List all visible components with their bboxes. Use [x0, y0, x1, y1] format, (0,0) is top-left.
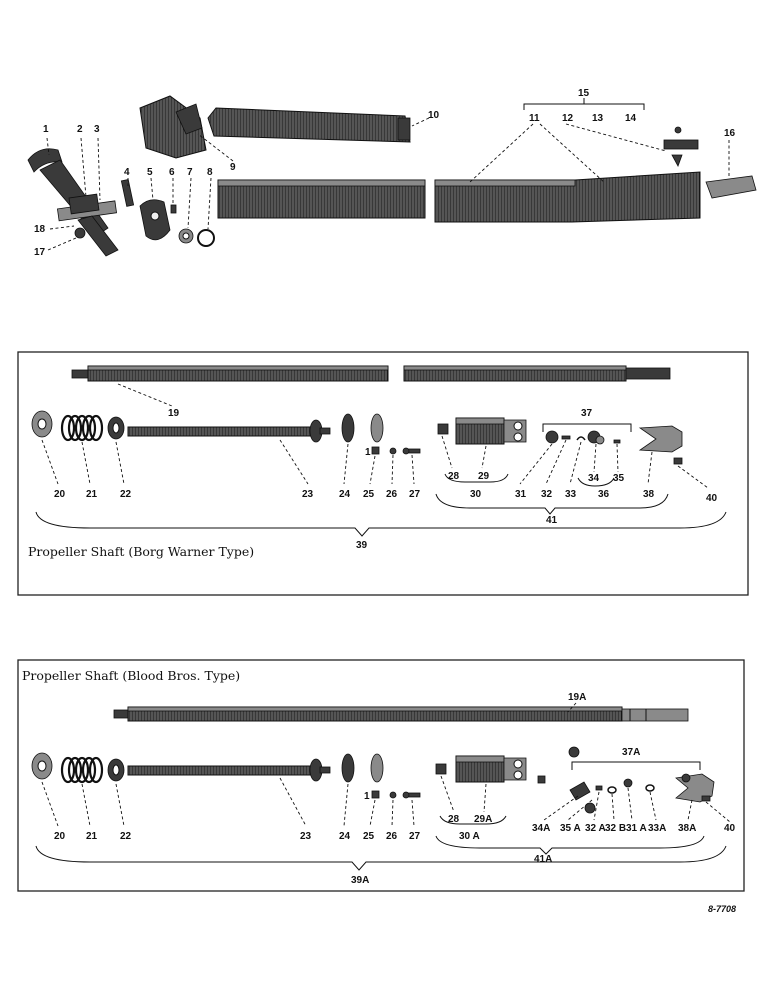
shaft-19-drawing: [71, 365, 671, 382]
parts-31-38-drawing: [545, 425, 683, 465]
label-20: 20: [54, 489, 66, 500]
label-31: 31: [515, 489, 527, 500]
label-27-b: 27: [409, 831, 421, 842]
label-25: 25: [363, 489, 375, 500]
label-22-b: 22: [120, 831, 132, 842]
label-7: 7: [187, 167, 193, 178]
parts-28-29a-drawing: [435, 755, 546, 784]
label-11: 11: [529, 113, 540, 124]
label-15: 15: [578, 88, 590, 99]
label-23-b: 23: [300, 831, 312, 842]
parts-12-14-drawing: [663, 126, 699, 167]
housing-10-drawing: [207, 107, 411, 143]
parts-20-22-b-drawing: [31, 752, 125, 784]
pin-4-drawing: [120, 178, 135, 207]
label-39: 39: [356, 540, 368, 551]
label-35a: 35 A: [560, 823, 581, 834]
label-14: 14: [625, 113, 637, 124]
label-25-b: 25: [363, 831, 375, 842]
label-20-b: 20: [54, 831, 66, 842]
label-24: 24: [339, 489, 351, 500]
label-28-b: 28: [448, 814, 460, 825]
label-40-b: 40: [724, 823, 736, 834]
label-40: 40: [706, 493, 718, 504]
label-41a: 41A: [534, 854, 552, 865]
housing-11-drawing: [217, 171, 701, 223]
label-6: 6: [169, 167, 175, 178]
figure-reference: 8-7708: [708, 904, 736, 914]
label-21-b: 21: [86, 831, 98, 842]
label-24-b: 24: [339, 831, 351, 842]
label-18: 18: [34, 224, 46, 235]
top-section: 1 2 3 4 5 6 7 8 9 10 11 12 13 14 15 16 1…: [27, 88, 757, 258]
label-26: 26: [386, 489, 398, 500]
label-38a: 38A: [678, 823, 696, 834]
label-16: 16: [724, 128, 736, 139]
label-35: 35: [613, 473, 625, 484]
label-9: 9: [230, 162, 236, 173]
label-30: 30: [470, 489, 482, 500]
label-30a: 30 A: [459, 831, 480, 842]
parts-31a-38a-drawing: [568, 746, 715, 814]
lever-5-drawing: [139, 199, 171, 241]
label-27: 27: [409, 489, 421, 500]
plate-16-drawing: [705, 175, 757, 199]
panel-blood-bros: Propeller Shaft (Blood Bros. Type): [17, 659, 745, 892]
parts-28-29-drawing: [437, 417, 527, 445]
parts-24-27-drawing: [341, 413, 421, 455]
label-13: 13: [592, 113, 604, 124]
parts-24-27-b-drawing: [341, 753, 421, 799]
shaft-19a-drawing: [113, 706, 689, 722]
label-10: 10: [428, 110, 440, 121]
label-3: 3: [94, 124, 100, 135]
label-33: 33: [565, 489, 577, 500]
label-4: 4: [124, 167, 130, 178]
small-parts-6-8: [170, 204, 215, 247]
label-39a: 39A: [351, 875, 369, 886]
label-2: 2: [77, 124, 83, 135]
tube-23-drawing: [127, 419, 331, 443]
label-34a: 34A: [532, 823, 550, 834]
label-8: 8: [207, 167, 213, 178]
label-29a: 29A: [474, 814, 492, 825]
label-41: 41: [546, 515, 558, 526]
label-12: 12: [562, 113, 574, 124]
guard-9-drawing: [139, 95, 207, 159]
label-1b: 1: [365, 447, 371, 458]
label-19a: 19A: [568, 692, 586, 703]
shift-lever-drawing: [27, 148, 119, 257]
caption-blood-bros: Propeller Shaft (Blood Bros. Type): [22, 668, 240, 683]
label-37: 37: [581, 408, 593, 419]
label-21: 21: [86, 489, 98, 500]
label-1-b: 1: [364, 791, 370, 802]
label-19: 19: [168, 408, 180, 419]
label-29: 29: [478, 471, 490, 482]
label-28: 28: [448, 471, 460, 482]
label-31a: 31 A: [626, 823, 647, 834]
label-23: 23: [302, 489, 314, 500]
parts-20-22-drawing: [31, 410, 125, 442]
caption-borg-warner: Propeller Shaft (Borg Warner Type): [28, 544, 254, 559]
label-1: 1: [43, 124, 49, 135]
panel-borg-warner: 19 20 21 22 23 24 25 1 26 27 28 29 30 31…: [17, 351, 749, 596]
label-37a: 37A: [622, 747, 640, 758]
tube-23-b-drawing: [127, 758, 331, 782]
label-32a: 32 A: [585, 823, 606, 834]
label-34: 34: [588, 473, 600, 484]
label-38: 38: [643, 489, 655, 500]
label-36: 36: [598, 489, 610, 500]
label-33a: 33A: [648, 823, 666, 834]
label-32: 32: [541, 489, 553, 500]
label-5: 5: [147, 167, 153, 178]
label-17: 17: [34, 247, 46, 258]
label-26-b: 26: [386, 831, 398, 842]
label-22: 22: [120, 489, 132, 500]
label-32b: 32 B: [605, 823, 626, 834]
